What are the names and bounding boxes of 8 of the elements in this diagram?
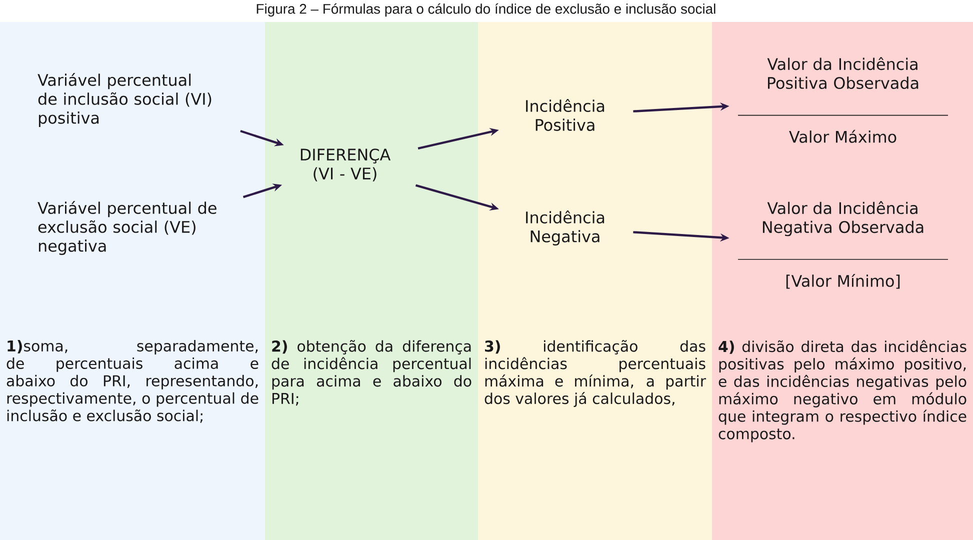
- step-label: Incidência Positiva: [526, 99, 604, 131]
- step-label: Incidência Negativa: [526, 210, 604, 246]
- step-label: Variável percentual de exclusão social (VE) negativa: [38, 201, 216, 255]
- fraction-formula: Valor da Incidência Positiva Observada Valor Máximo: [738, 57, 948, 143]
- step-label: DIFERENÇA (VI - VE): [300, 148, 391, 182]
- figure-title: Figura 2 – Fórmulas para o cálculo do índice de exclusão e inclusão social: [256, 3, 716, 17]
- fraction-formula: Valor da Incidência Negativa Observada [Valor Mínimo]: [738, 201, 948, 289]
- step-label: Variável percentual de inclusão social (VI) positiva: [38, 73, 212, 127]
